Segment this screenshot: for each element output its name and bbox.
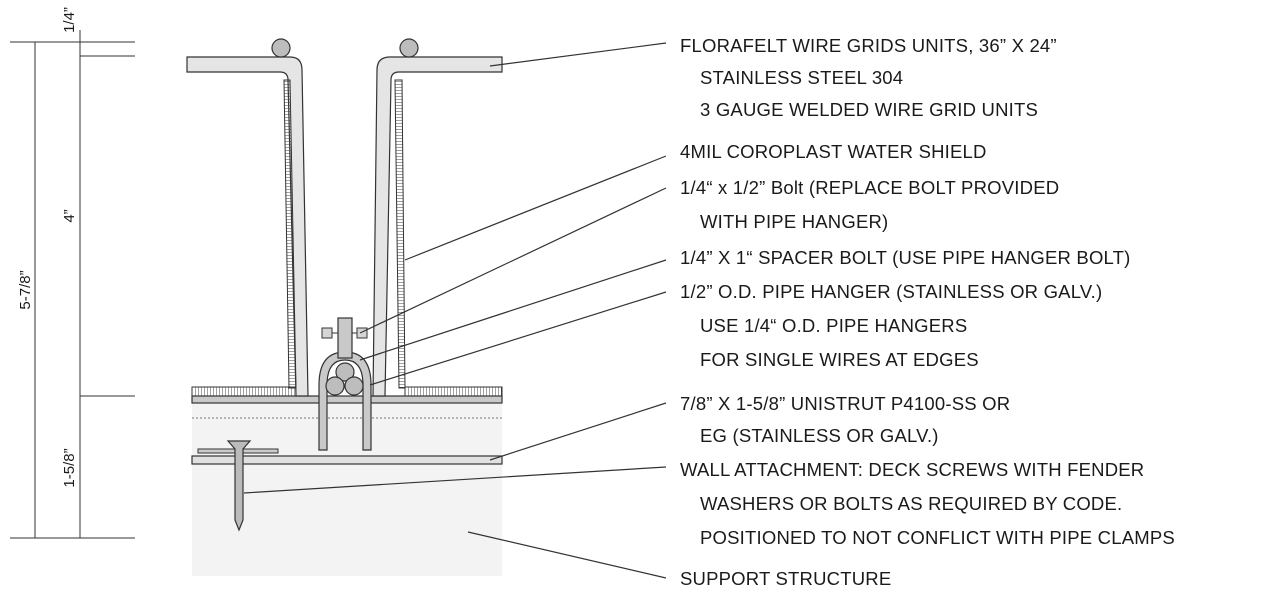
dim-middle-label: 4”: [61, 209, 78, 222]
dim-total-label: 5-7/8”: [17, 270, 34, 309]
callout-florafelt-grids: FLORAFELT WIRE GRIDS UNITS, 36” X 24”: [680, 35, 1057, 56]
callout-wall-attachment-2: WASHERS OR BOLTS AS REQUIRED BY CODE.: [700, 493, 1122, 514]
top-wire-right: [399, 38, 419, 58]
callout-3-gauge-grid: 3 GAUGE WELDED WIRE GRID UNITS: [700, 99, 1038, 120]
callout-unistrut: 7/8” X 1-5/8” UNISTRUT P4100-SS OR: [680, 393, 1010, 414]
callout-pipe-hanger: 1/2” O.D. PIPE HANGER (STAINLESS OR GALV…: [680, 281, 1102, 302]
callout-support-structure: SUPPORT STRUCTURE: [680, 568, 891, 589]
callout-wall-attachment: WALL ATTACHMENT: DECK SCREWS WITH FENDER: [680, 459, 1144, 480]
base-plate: [191, 386, 503, 404]
leader-lines: [243, 42, 667, 579]
wire-grid-panel-right: [372, 56, 503, 397]
pipe-hanger: [318, 351, 372, 451]
callout-pipe-hanger-note-1: USE 1/4“ O.D. PIPE HANGERS: [700, 315, 967, 336]
callout-spacer-bolt: 1/4” X 1“ SPACER BOLT (USE PIPE HANGER B…: [680, 247, 1131, 268]
callout-unistrut-cont: EG (STAINLESS OR GALV.): [700, 425, 939, 446]
callout-wall-attachment-3: POSITIONED TO NOT CONFLICT WITH PIPE CLA…: [700, 527, 1175, 548]
callout-stainless-304: STAINLESS STEEL 304: [700, 67, 903, 88]
deck-screw: [226, 440, 252, 532]
dim-top-label: 1/4”: [61, 7, 78, 33]
callout-bolt: 1/4“ x 1/2” Bolt (REPLACE BOLT PROVIDED: [680, 177, 1059, 198]
callout-coroplast-shield: 4MIL COROPLAST WATER SHIELD: [680, 141, 987, 162]
callout-bolt-cont: WITH PIPE HANGER): [700, 211, 888, 232]
wire-grid-panel-left: [186, 56, 309, 397]
callout-labels: FLORAFELT WIRE GRIDS UNITS, 36” X 24” ST…: [680, 35, 1175, 589]
top-wire-left: [271, 38, 291, 58]
support-structure: [192, 396, 502, 576]
bolt: [321, 317, 368, 359]
dimension-lines: [10, 30, 135, 539]
dim-bottom-label: 1-5/8”: [61, 448, 78, 487]
callout-pipe-hanger-note-2: FOR SINGLE WIRES AT EDGES: [700, 349, 979, 370]
